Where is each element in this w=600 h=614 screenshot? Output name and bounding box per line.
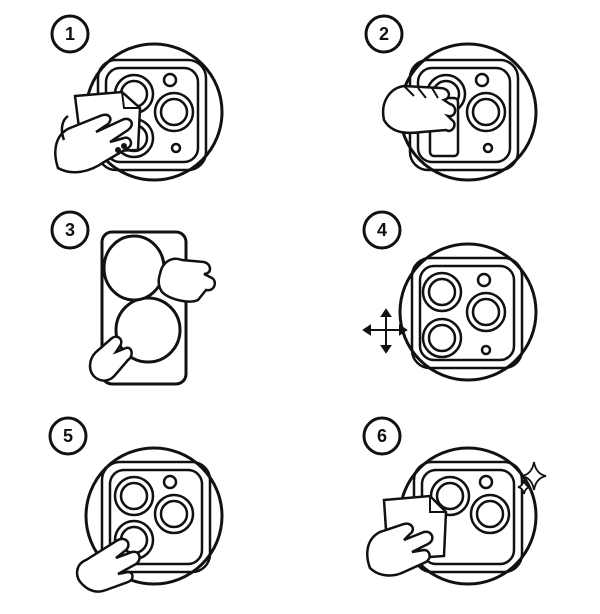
step-3-number: 3 <box>65 220 75 240</box>
step-1-badge: 1 <box>50 14 90 54</box>
step-4-number: 4 <box>377 220 387 240</box>
step-3-illustration <box>88 230 217 386</box>
step-3-panel: 3 <box>50 210 217 386</box>
step-6-panel: 6 <box>362 416 547 586</box>
step-5-number: 5 <box>63 426 73 446</box>
step-6-number: 6 <box>377 426 387 446</box>
step-1-number: 1 <box>65 24 75 44</box>
finger-press-icon <box>75 537 141 593</box>
support-hand-icon <box>88 335 133 382</box>
step-1-panel: 1 <box>50 14 224 182</box>
peel-hand-icon <box>157 257 217 303</box>
sparkle-icon <box>517 461 547 495</box>
protector-circle-peeled <box>102 234 166 302</box>
step-2-panel: 2 <box>364 14 538 182</box>
step-2-illustration <box>381 42 538 182</box>
step-2-number: 2 <box>379 24 389 44</box>
step-5-panel: 5 <box>48 416 224 593</box>
step-3-badge: 3 <box>50 210 90 250</box>
step-5-illustration <box>75 446 224 593</box>
step-6-badge: 6 <box>362 416 402 456</box>
cloth-hand-icon <box>366 494 448 577</box>
step-4-illustration <box>362 242 538 382</box>
step-5-badge: 5 <box>48 416 88 456</box>
step-1-illustration <box>54 42 224 182</box>
step-2-badge: 2 <box>364 14 404 54</box>
step-6-illustration <box>366 446 547 586</box>
press-hand-icon <box>381 84 460 158</box>
camera-module-icon <box>100 460 212 574</box>
step-4-panel: 4 <box>362 210 538 382</box>
camera-module-icon <box>410 256 524 370</box>
align-arrows-icon <box>362 308 408 354</box>
cloth-hand-icon <box>54 90 142 174</box>
step-4-badge: 4 <box>362 210 402 250</box>
